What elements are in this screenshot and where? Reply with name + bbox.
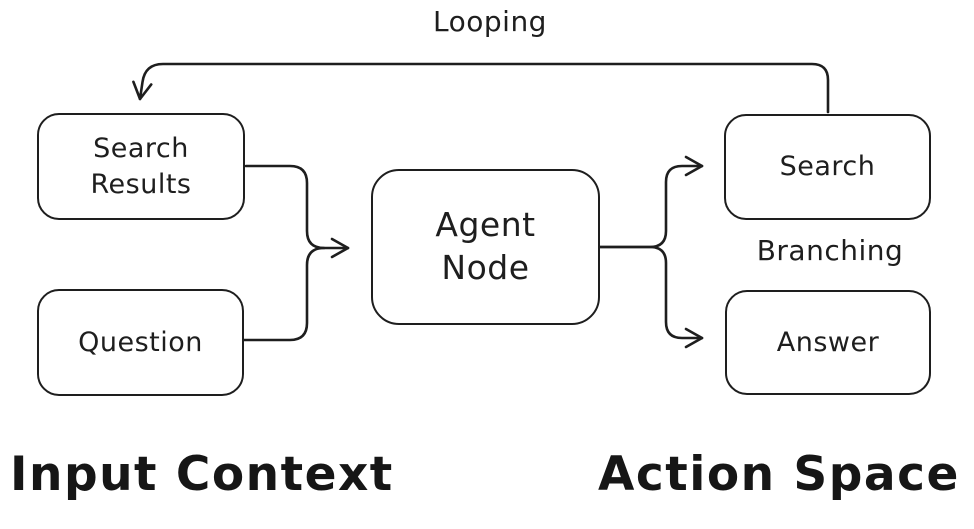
node-search-results-label-line2: Results [90, 168, 192, 200]
node-answer: Answer [725, 290, 931, 395]
looping-label: Looping [433, 5, 547, 38]
node-search-results-label-line1: Search [93, 133, 189, 165]
input-context-label: Input Context [10, 447, 394, 502]
node-search-label: Search [779, 151, 876, 183]
action-space-label: Action Space [598, 447, 960, 502]
node-agent: Agent Node [371, 169, 600, 325]
node-search: Search [724, 114, 931, 220]
node-search-results: Search Results [37, 113, 245, 220]
node-agent-label-line2: Node [441, 248, 530, 287]
agent-to-search-arrow [598, 155, 704, 249]
looping-arrow [132, 62, 830, 114]
node-agent-label-line1: Agent [435, 205, 536, 245]
agent-to-answer-arrow [598, 245, 704, 349]
node-question-label: Question [78, 326, 203, 358]
search-results-to-agent-connector [244, 164, 350, 259]
branching-label: Branching [756, 234, 904, 267]
node-answer-label: Answer [776, 326, 880, 358]
node-question: Question [37, 289, 244, 396]
question-to-agent-connector [242, 246, 326, 342]
